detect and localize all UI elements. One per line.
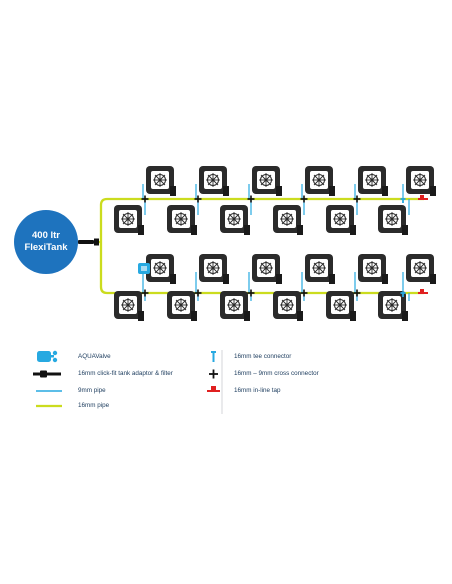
pot-tray xyxy=(223,274,229,284)
legend-label-cross-connector: 16mm – 9mm cross connector xyxy=(234,370,319,377)
pot-tray xyxy=(430,274,436,284)
plant-pot xyxy=(219,204,249,234)
plant-pot xyxy=(113,204,143,234)
legend-label-9mm-pipe: 9mm pipe xyxy=(78,387,106,394)
plant-pot xyxy=(113,290,143,320)
pot-tray xyxy=(382,186,388,196)
pot-tray xyxy=(430,186,436,196)
tee-connector-icon xyxy=(211,351,216,362)
pot-tray xyxy=(297,311,303,321)
16mm-pipe-network xyxy=(99,197,424,295)
cross-connector xyxy=(247,195,255,203)
plant-pot xyxy=(377,204,407,234)
plant-pot xyxy=(304,165,334,195)
legend-label-16mm-pipe: 16mm pipe xyxy=(78,402,110,409)
cross-connector xyxy=(300,195,308,203)
connectors xyxy=(141,195,406,297)
cross-connector xyxy=(247,289,255,297)
plant-pot xyxy=(166,204,196,234)
inline-tap-bottom xyxy=(418,289,428,294)
cross-connector xyxy=(141,289,149,297)
pot-tray xyxy=(329,186,335,196)
tee-connector xyxy=(400,198,406,203)
pot-tray xyxy=(223,186,229,196)
aquavalve xyxy=(138,263,150,274)
plant-pot xyxy=(377,290,407,320)
pot-tray xyxy=(297,225,303,235)
pot-tray xyxy=(402,225,408,235)
pot-tray xyxy=(138,311,144,321)
plant-pot xyxy=(251,165,281,195)
plant-pot xyxy=(145,253,175,283)
legend-label-tank-adaptor: 16mm click-fit tank adaptor & filter xyxy=(78,370,173,377)
tank-adaptor-filter xyxy=(78,238,99,246)
pot-tray xyxy=(329,274,335,284)
cross-connector xyxy=(141,195,149,203)
pot-tray xyxy=(276,186,282,196)
pot-tray xyxy=(170,186,176,196)
pot-tray xyxy=(382,274,388,284)
pot-tray xyxy=(138,225,144,235)
plant-pot xyxy=(325,204,355,234)
cross-connector xyxy=(353,195,361,203)
plant-pot xyxy=(145,165,175,195)
pot-tray xyxy=(244,225,250,235)
tank-adaptor-filter-icon xyxy=(33,370,61,378)
pots xyxy=(113,165,436,321)
plant-pot xyxy=(272,204,302,234)
plant-pot xyxy=(304,253,334,283)
legend-label-inline-tap: 16mm in-line tap xyxy=(234,387,281,394)
plant-pot xyxy=(405,253,435,283)
legend-label-tee-connector: 16mm tee connector xyxy=(234,353,292,360)
plant-pot xyxy=(325,290,355,320)
pot-tray xyxy=(402,311,408,321)
pot-tray xyxy=(244,311,250,321)
pot-tray xyxy=(350,225,356,235)
cross-connector xyxy=(194,195,202,203)
plant-pot xyxy=(166,290,196,320)
tee-connector xyxy=(400,292,406,297)
pot-tray xyxy=(191,311,197,321)
tank-label-name: FlexiTank xyxy=(24,242,68,253)
cross-connector-icon xyxy=(209,369,218,379)
tank-label-capacity: 400 ltr xyxy=(32,230,60,241)
legend-label-aquavalve: AQUAValve xyxy=(78,353,111,360)
pot-tray xyxy=(350,311,356,321)
pot-tray xyxy=(276,274,282,284)
plant-pot xyxy=(198,165,228,195)
pot-tray xyxy=(191,225,197,235)
aquavalve-icon xyxy=(37,350,58,363)
plant-pot xyxy=(357,253,387,283)
cross-connector xyxy=(353,289,361,297)
cross-connector xyxy=(194,289,202,297)
cross-connector xyxy=(300,289,308,297)
plant-pot xyxy=(405,165,435,195)
plant-pot xyxy=(198,253,228,283)
plant-pot xyxy=(219,290,249,320)
plant-pot xyxy=(272,290,302,320)
inline-tap-icon xyxy=(207,386,220,392)
plant-pot xyxy=(357,165,387,195)
inline-tap-top xyxy=(418,195,428,200)
plant-pot xyxy=(251,253,281,283)
pot-tray xyxy=(170,274,176,284)
flexitank xyxy=(14,210,78,274)
